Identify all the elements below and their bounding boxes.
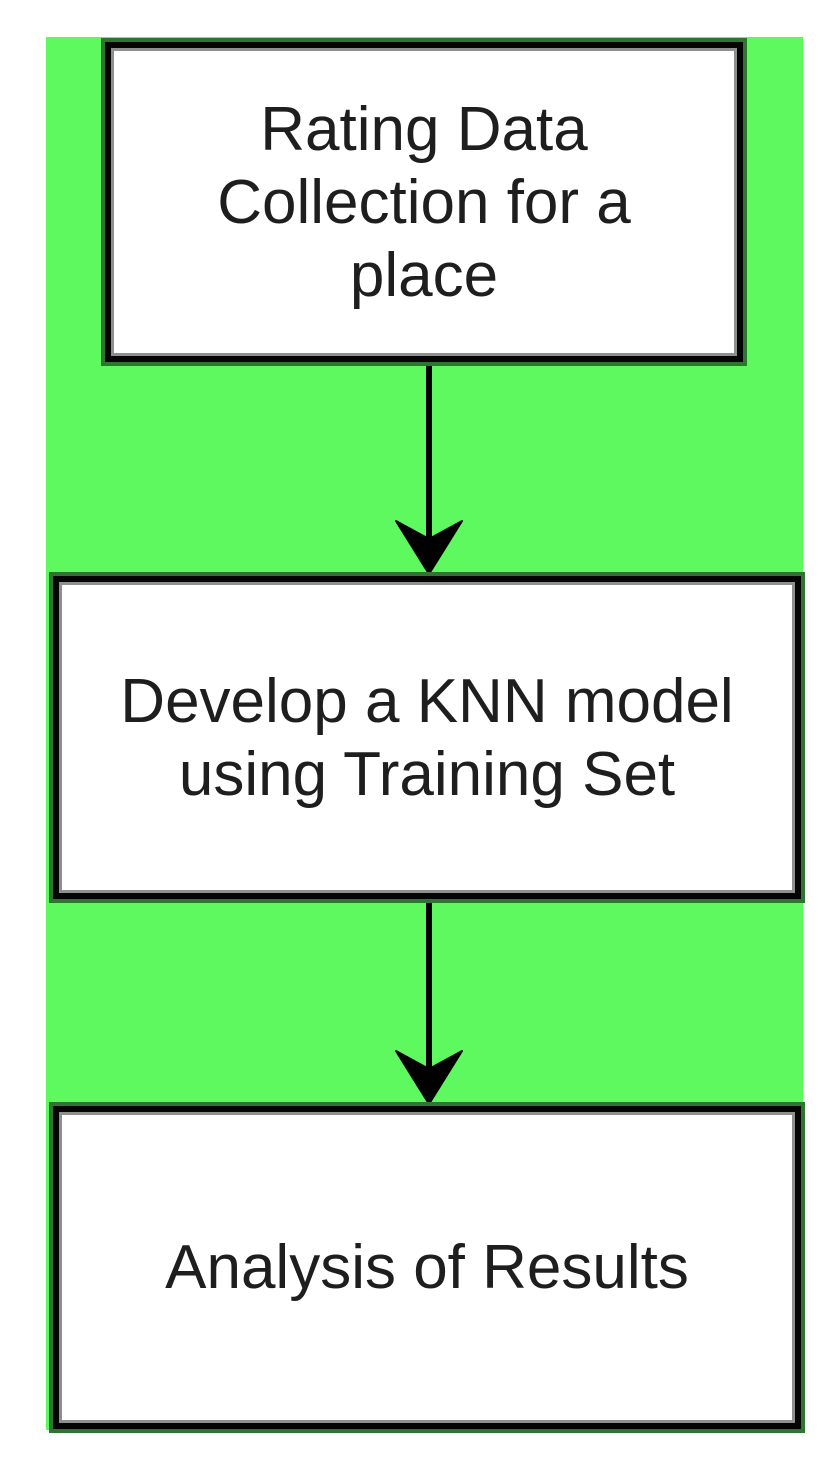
process-box-label-line: using Training Set — [178, 739, 676, 809]
process-box-develop-knn-model: Develop a KNN model using Training Set — [53, 576, 801, 899]
process-box-rating-data-collection: Rating Data Collection for a place — [105, 42, 743, 362]
arrow-collect-to-model — [395, 362, 463, 575]
process-box-label-line: Rating Data — [260, 94, 588, 164]
process-box-analysis-of-results: Analysis of Results — [53, 1106, 801, 1429]
arrow-model-to-results — [395, 898, 463, 1105]
process-box-label-line: Collection for a — [217, 167, 631, 237]
process-box-label-line: Develop a KNN model — [120, 666, 734, 736]
process-box-label-line: Analysis of Results — [165, 1233, 689, 1302]
process-box-label-line: place — [349, 240, 499, 310]
